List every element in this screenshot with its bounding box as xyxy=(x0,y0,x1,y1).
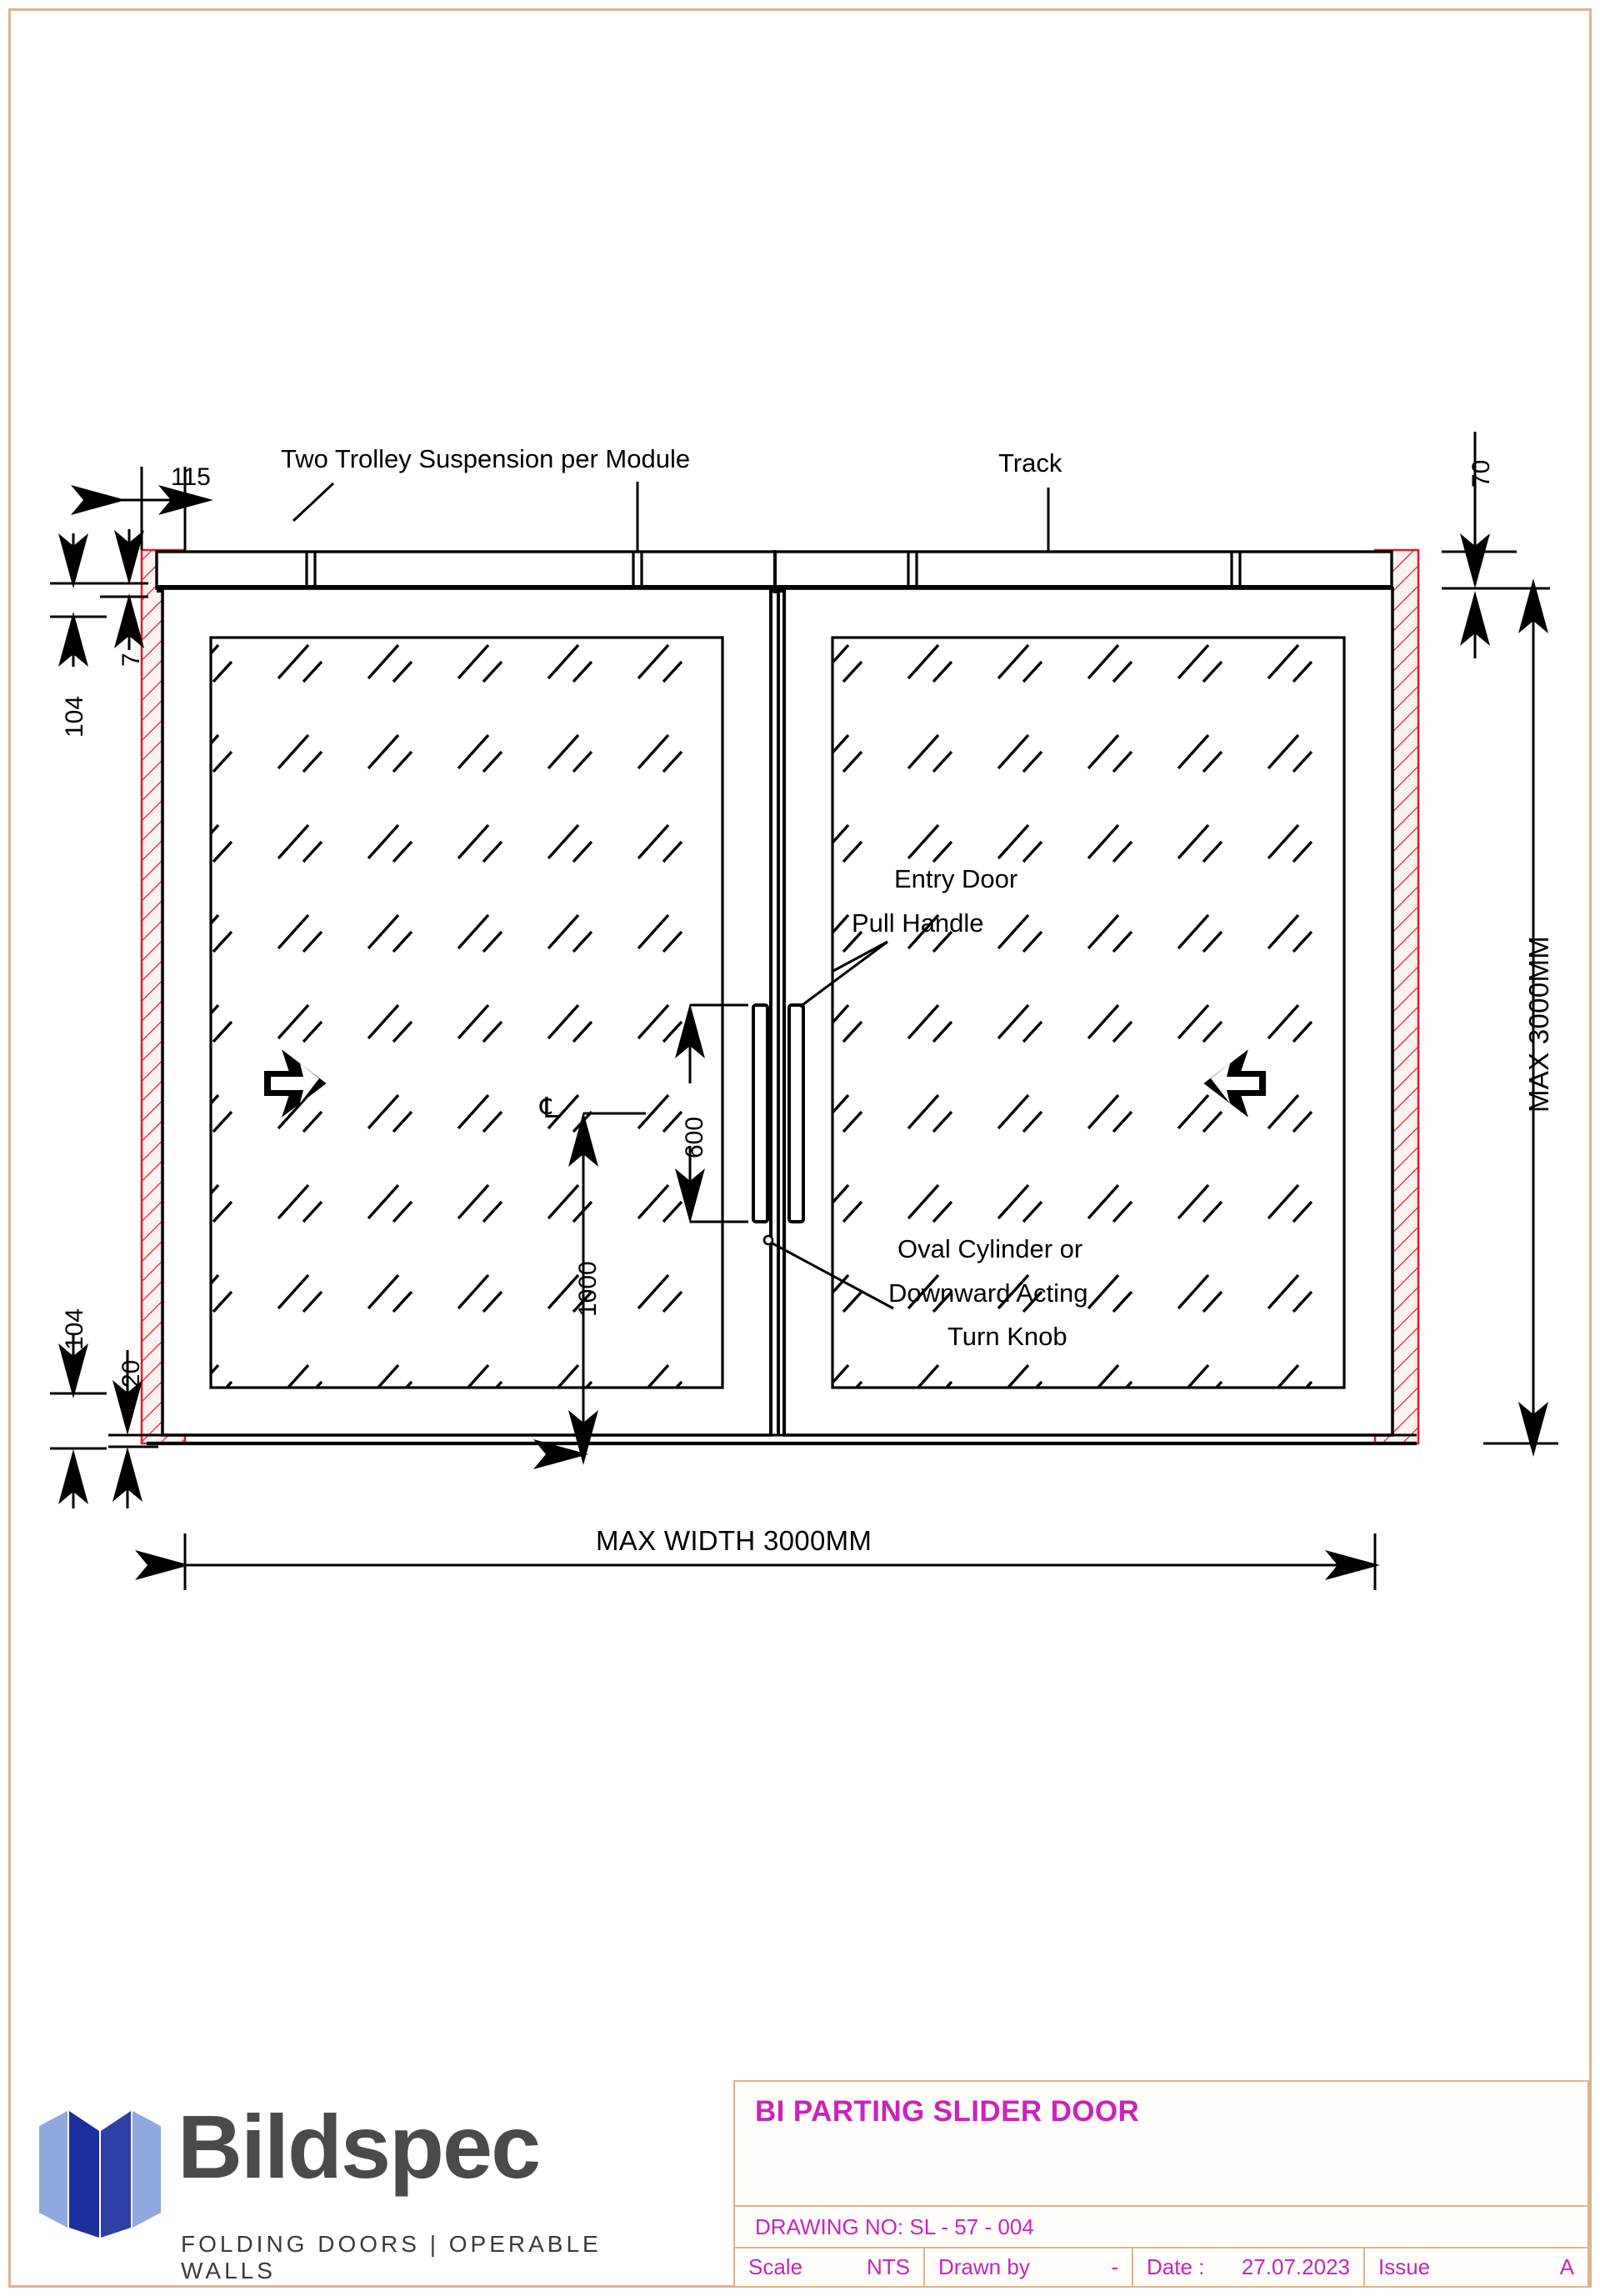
title-block-title-row: BI PARTING SLIDER DOOR xyxy=(735,2082,1588,2207)
drawn-by-label: Drawn by xyxy=(938,2254,1030,2279)
note-entry-door: Entry Door xyxy=(894,864,1018,893)
pull-handle-left[interactable] xyxy=(752,1003,769,1223)
dim-104-top-line xyxy=(50,533,107,667)
note-two-trolley-suspension: Two Trolley Suspension per Module xyxy=(281,444,691,473)
centerline-symbol: ℄ xyxy=(540,1093,558,1124)
title-block-meta-row: Scale NTS Drawn by - Date : 27.07.2023 I… xyxy=(735,2248,1588,2286)
dim-104-bottom-label: 104 xyxy=(61,1308,88,1350)
date-label: Date : xyxy=(1147,2254,1205,2279)
trolley-markers xyxy=(305,552,1242,588)
door-leaf-right[interactable] xyxy=(782,587,1394,1437)
company-logo: Bildspec FOLDING DOORS | OPERABLE WALLS xyxy=(38,2088,696,2283)
pull-handle-right[interactable] xyxy=(788,1003,805,1223)
dim-600-line xyxy=(675,1003,748,1223)
floor-line xyxy=(147,1433,1417,1446)
note-track: Track xyxy=(998,448,1062,478)
door-leaf-left[interactable] xyxy=(161,587,772,1437)
dim-1000-label: 1000 xyxy=(574,1261,602,1317)
bildspec-mark-icon xyxy=(39,2111,161,2238)
logo-tagline: FOLDING DOORS | OPERABLE WALLS xyxy=(181,2231,602,2283)
scale-value: NTS xyxy=(867,2254,910,2279)
leader-lines xyxy=(292,482,1050,1310)
date-value: 27.07.2023 xyxy=(1241,2254,1350,2279)
dim-104-bottom-line xyxy=(50,1333,107,1508)
dim-20-label: 20 xyxy=(118,1359,145,1388)
slide-left-arrow xyxy=(264,1049,327,1118)
dim-width-line xyxy=(135,1533,1380,1590)
issue-value: A xyxy=(1559,2254,1574,2279)
drawn-by-value: - xyxy=(1111,2254,1118,2279)
dim-7-label: 7 xyxy=(118,653,145,667)
note-pull-handle: Pull Handle xyxy=(852,908,984,938)
logo-wordmark: Bildspec xyxy=(178,2096,541,2197)
issue-cell: Issue A xyxy=(1365,2248,1588,2286)
dim-20-line xyxy=(108,1350,158,1508)
track-assembly xyxy=(155,550,1393,593)
title-block: BI PARTING SLIDER DOOR DRAWING NO: SL - … xyxy=(733,2080,1589,2288)
note-turn-knob: Turn Knob xyxy=(948,1322,1068,1351)
issue-label: Issue xyxy=(1378,2254,1431,2279)
drawing-title: BI PARTING SLIDER DOOR xyxy=(755,2095,1140,2128)
drawing-number: DRAWING NO: SL - 57 - 004 xyxy=(755,2213,1034,2239)
dim-70-label: 70 xyxy=(1468,459,1495,488)
dim-115-label: 115 xyxy=(171,463,211,491)
dim-max-height-label: MAX 3000MM xyxy=(1523,935,1554,1113)
scale-label: Scale xyxy=(748,2254,803,2279)
dim-104-top-label: 104 xyxy=(61,695,88,738)
drawing-area xyxy=(50,432,1558,1590)
drawn-by-cell: Drawn by - xyxy=(925,2248,1133,2286)
slide-right-arrow xyxy=(1203,1049,1266,1118)
turn-knob-marker[interactable] xyxy=(762,1234,774,1246)
title-block-drawing-no-row: DRAWING NO: SL - 57 - 004 xyxy=(735,2207,1588,2248)
dim-7-line xyxy=(100,529,148,650)
date-cell: Date : 27.07.2023 xyxy=(1133,2248,1365,2286)
scale-cell: Scale NTS xyxy=(735,2248,925,2286)
dim-max-width-label: MAX WIDTH 3000MM xyxy=(596,1525,872,1556)
dim-height-line xyxy=(1483,578,1558,1457)
note-oval-cylinder: Oval Cylinder or xyxy=(898,1234,1083,1263)
dim-600-label: 600 xyxy=(681,1116,708,1158)
meeting-stiles xyxy=(769,588,786,1435)
note-downward-acting: Downward Acting xyxy=(888,1278,1088,1308)
